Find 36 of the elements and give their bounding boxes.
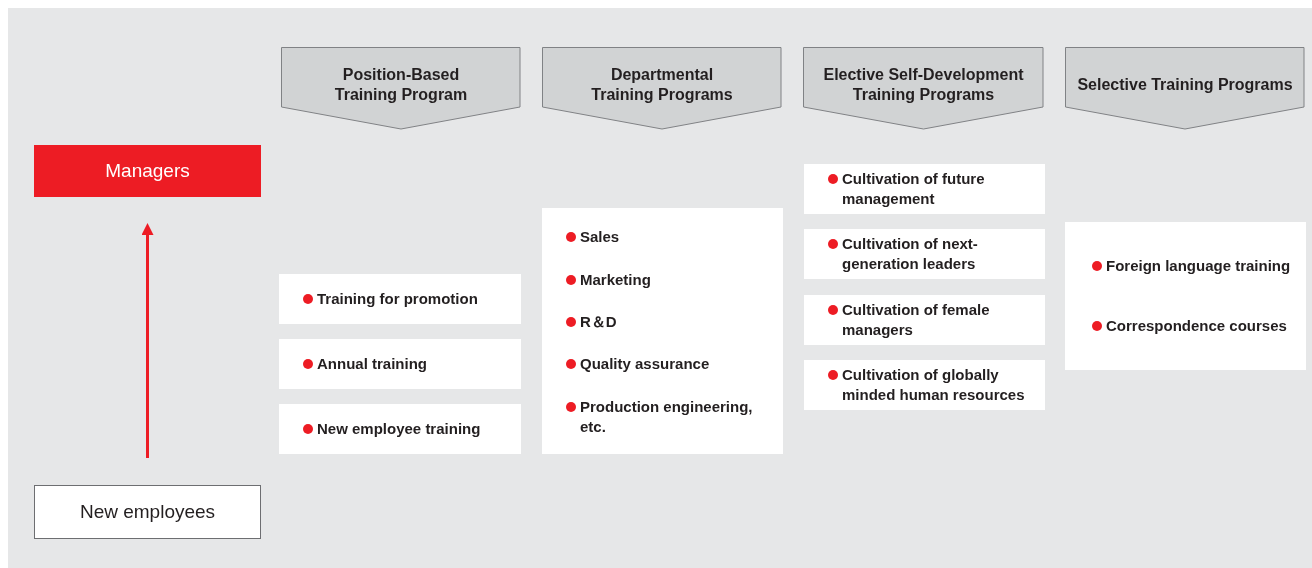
program-card (279, 339, 521, 389)
program-item: Marketing (580, 270, 651, 288)
category-title: Elective Self-Development Training Programs (822, 65, 1025, 105)
program-card (1065, 222, 1306, 370)
program-card (804, 360, 1045, 410)
level-label: Managers (105, 160, 190, 182)
program-item: Annual training (317, 355, 427, 372)
program-item: Cultivation of globally minded human resources (842, 365, 1026, 405)
level-label: New employees (79, 501, 216, 523)
category-title: Selective Training Programs (1076, 75, 1294, 95)
header-banner (542, 47, 782, 130)
program-card (804, 295, 1045, 345)
program-item: New employee training (317, 420, 481, 437)
category-title: Position-Based Training Program (333, 65, 469, 105)
program-card (804, 164, 1045, 214)
program-item: Correspondence courses (1106, 317, 1287, 334)
level-box (34, 485, 261, 539)
program-item: Foreign language training (1106, 257, 1291, 274)
level-box (34, 145, 261, 197)
program-item: Production engineering, etc. (580, 397, 753, 435)
program-card (279, 274, 521, 324)
program-item: Cultivation of female managers (842, 300, 991, 340)
program-item: Cultivation of next-generation leaders (842, 234, 979, 274)
program-item: Sales (580, 228, 620, 246)
program-item: Cultivation of future management (842, 169, 986, 209)
arrow (141, 223, 154, 458)
category-title: Departmental Training Programs (590, 65, 734, 105)
program-card (804, 229, 1045, 279)
program-card (542, 208, 783, 454)
header-banner (1065, 47, 1305, 130)
program-card (279, 404, 521, 454)
program-item: Quality assurance (580, 355, 710, 373)
header-banner (803, 47, 1044, 130)
program-item: R＆D (580, 312, 617, 330)
header-banner (281, 47, 521, 130)
program-item: Training for promotion (317, 290, 478, 307)
